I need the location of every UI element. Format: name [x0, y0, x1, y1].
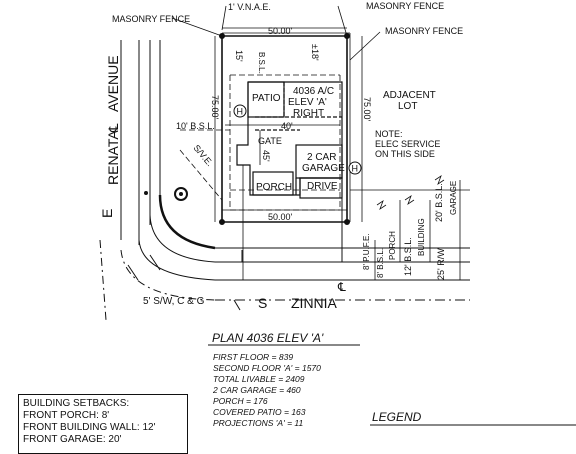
corner-curb-arcs — [120, 194, 216, 301]
rw-25-label: 25' R/W — [436, 248, 446, 280]
patio-label: PATIO — [252, 93, 281, 104]
plan-area-row: TOTAL LIVABLE = 2409 — [213, 374, 305, 384]
setback-row: FRONT BUILDING WALL: 12' — [23, 422, 156, 433]
rear-18-label: ±18' — [310, 44, 320, 61]
setback-row: FRONT PORCH: 8' — [23, 410, 110, 421]
leader-lines — [171, 5, 381, 61]
setbacks-title: BUILDING SETBACKS: — [23, 398, 130, 409]
site-plan-drawing: H H 1' V.N.A — [99, 1, 576, 428]
bsl-10-label: 10' B.S.L. — [176, 121, 215, 131]
garage-label-line-1: 2 CAR — [307, 152, 336, 163]
bsl-20-label-1: 20' B.S.L. — [434, 183, 444, 222]
dim-45-label: 45' — [261, 150, 271, 162]
street-s-label: S — [258, 295, 267, 311]
legend-title: LEGEND — [372, 410, 422, 424]
dim-left-label: 75.00' — [210, 95, 220, 120]
bsl-20-label-2: GARAGE — [449, 181, 458, 215]
masonry-fence-left-label: MASONRY FENCE — [112, 14, 190, 24]
hose-bib-label-right: H — [352, 164, 359, 174]
hose-bib-label-left: H — [237, 107, 244, 117]
plan-area-row: SECOND FLOOR 'A' = 1570 — [213, 363, 321, 373]
setback-lines — [179, 74, 341, 211]
dim-top-label: 50.00' — [268, 26, 293, 36]
porch-label: PORCH — [256, 182, 292, 193]
setback-row: FRONT GARAGE: 20' — [23, 434, 122, 445]
drive-label: DRIVE — [307, 181, 338, 192]
dim-right-label: 75.00' — [362, 97, 372, 122]
plan-area-row: 2 CAR GARAGE = 460 — [212, 385, 301, 395]
dim-bottom-label: 50.00' — [268, 212, 293, 222]
masonry-fence-right-label: MASONRY FENCE — [385, 26, 463, 36]
sidewalk-label: 5' S/W, C & G — [143, 296, 205, 307]
plan-name-line-2: ELEV 'A' — [288, 97, 327, 108]
street-avenue-label: AVENUE — [105, 55, 121, 112]
bsl-12-label-1: 12' B.S.L. — [403, 237, 413, 276]
centerline-symbol-renata: ℄ — [106, 123, 121, 133]
building-setbacks-box: BUILDING SETBACKS: FRONT PORCH: 8' FRONT… — [18, 394, 188, 454]
vnae-label: 1' V.N.A.E. — [228, 2, 271, 12]
bsl-8-label-2: PORCH — [388, 231, 397, 260]
house-footprint — [236, 81, 343, 199]
dimension-lines — [214, 27, 470, 281]
street-zinnia-label: ZINNIA — [291, 295, 338, 311]
plan-area-row: FIRST FLOOR = 839 — [213, 352, 293, 362]
pufe-label: 8' P.U.F.E. — [362, 233, 371, 270]
corner-utility-marker — [144, 187, 188, 201]
plan-name-line-3: RIGHT — [293, 108, 324, 119]
plan-name-line-1: 4036 A/C — [293, 86, 334, 97]
plan-title: PLAN 4036 ELEV 'A' — [212, 331, 324, 345]
bsl-12-label-2: BUILDING — [417, 218, 426, 256]
plan-area-row: PROJECTIONS 'A' = 11 — [213, 418, 304, 428]
hose-bib-markers — [233, 104, 362, 175]
note-line-3: ON THIS SIDE — [375, 149, 435, 159]
garage-label-line-2: GARAGE — [302, 163, 345, 174]
bsl-8-label-1: 8' B.S.L. — [376, 248, 385, 278]
centerline-symbol-zinnia: ℄ — [337, 280, 346, 294]
centerline-marks — [127, 250, 243, 311]
gate-label: GATE — [258, 136, 282, 146]
adjacent-lot-line-2: LOT — [398, 101, 417, 112]
lot-boundary — [219, 32, 351, 225]
rear-bsl-dim-label: 15' — [234, 50, 244, 62]
adjacent-lot-line-1: ADJACENT — [383, 90, 436, 101]
plan-area-row: COVERED PATIO = 163 — [213, 407, 306, 417]
rear-bsl-label: B.S.L. — [257, 52, 266, 74]
plan-area-row: PORCH = 176 — [213, 396, 268, 406]
note-line-2: ELEC SERVICE — [375, 139, 440, 149]
sve-label: S/V.E. — [191, 143, 215, 168]
street-renata-label: RENATA — [105, 130, 121, 185]
dim-40-label: 40' — [281, 121, 293, 131]
renata-avenue-curbs — [99, 40, 161, 321]
street-e-label: E — [99, 209, 115, 218]
note-line-1: NOTE: — [375, 129, 403, 139]
masonry-fence-right-top-label: MASONRY FENCE — [366, 1, 444, 11]
